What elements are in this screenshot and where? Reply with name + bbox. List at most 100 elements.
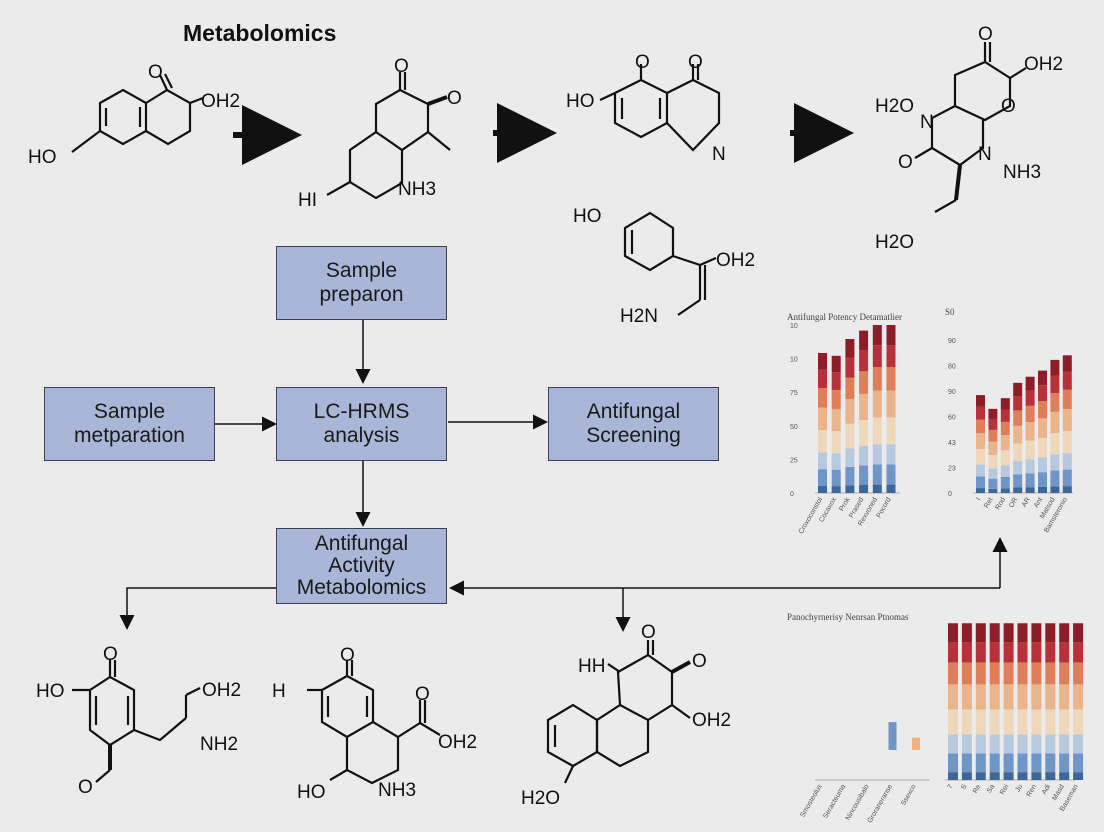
b1-nh2-label: NH2 — [200, 734, 238, 755]
chart-2-xtick: Nincousibalo — [845, 783, 871, 821]
chart-3-bar-segment — [989, 623, 1000, 643]
chart-3-bar-segment — [1059, 684, 1070, 710]
chart-3-bar-segment — [1003, 709, 1014, 735]
chart-2-xtick: Smosteolus — [799, 783, 824, 819]
b3-oh2-label: OH2 — [692, 710, 731, 731]
antifungal-screening-box[interactable]: Antifungal Screening — [548, 387, 719, 461]
chart-0-ytick: 10 — [790, 323, 798, 330]
molecule-5: HO OH2 H2N — [573, 206, 755, 327]
chart-3-bar-segment — [975, 734, 986, 754]
sample-metparation-box[interactable]: Sample metparation — [44, 387, 215, 461]
chart-3-bar-segment — [961, 772, 972, 780]
chart-1-ytick: 90 — [948, 338, 956, 345]
b1-ho-label: HO — [36, 681, 65, 702]
chart-0-bar-segment — [859, 445, 869, 466]
chart-1-ytick: 0 — [948, 491, 952, 498]
chart-3-bar-segment — [1045, 642, 1056, 663]
chart-3-bar-segment — [1073, 642, 1084, 663]
chart-1-bar-segment — [1025, 422, 1035, 441]
chart-0-bar-segment — [872, 484, 882, 493]
lc-hrms-box[interactable]: LC-HRMS analysis — [276, 387, 447, 461]
chart-1-bar-segment — [1000, 450, 1010, 466]
chart-1-bar-segment — [1062, 409, 1072, 432]
chart-0-title: Antifungal Potency Detamatlier — [787, 312, 902, 322]
chart-1-bar-segment — [1062, 371, 1072, 390]
chart-3-bar-segment — [1059, 709, 1070, 735]
chart-1-bar-segment — [988, 455, 998, 469]
chart-3-bar-segment — [1031, 772, 1042, 780]
chart-1-bar-segment — [976, 476, 985, 489]
chart-3-bar-segment — [1017, 662, 1028, 685]
b2-h-label: H — [272, 681, 286, 702]
chart-3-bar-segment — [961, 753, 972, 773]
chart-1-bar-segment — [1025, 487, 1035, 493]
chart-1-bar-segment — [976, 395, 985, 407]
chart-3-bar-segment — [948, 753, 958, 773]
chart-1-bar-segment — [1038, 437, 1047, 458]
chart-2-xtick: Ssexco — [900, 783, 918, 806]
m2-nh3-label: NH3 — [398, 179, 436, 200]
chart-0-bar-segment — [859, 330, 869, 351]
chart-1-bar-segment — [988, 429, 998, 442]
m5-ho-label: HO — [573, 206, 602, 227]
chart-1-bar-segment — [1050, 359, 1060, 376]
chart-0-bar-segment — [886, 325, 896, 346]
chart-0-ytick: 50 — [790, 424, 798, 431]
chart-3-bar-segment — [948, 623, 958, 643]
chart-1-bar-segment — [1038, 486, 1047, 493]
chart-3-bar-segment — [948, 772, 958, 780]
chart-3-bar-segment — [1045, 753, 1056, 773]
m5-h2n-label: H2N — [620, 306, 658, 327]
chart-3-bar-segment — [948, 642, 958, 663]
sample-metparation-label: Sample metparation — [74, 400, 185, 447]
chart-1-bar-segment — [1062, 355, 1072, 372]
antifungal-activity-box[interactable]: Antifungal Activity Metabolomics — [276, 528, 447, 604]
chart-0-bar-segment — [886, 417, 896, 445]
chart-3-bar-segment — [1045, 709, 1056, 735]
chart-1-bar-segment — [1000, 465, 1010, 477]
chart-3-bar-segment — [961, 709, 972, 735]
m3-n-label: N — [712, 144, 726, 165]
chart-1-xtick: AR — [1021, 497, 1032, 509]
chart-0-ytick: 10 — [790, 357, 798, 364]
chart-0-ytick: 0 — [790, 491, 794, 498]
chart-3-bar-segment — [961, 734, 972, 754]
chart-1-bar-segment — [1062, 453, 1072, 470]
chart-1-bar-segment — [1050, 433, 1060, 455]
chart-3-bar-segment — [1073, 753, 1084, 773]
chart-0-bar-segment — [859, 484, 869, 493]
chart-3-bar-segment — [1017, 753, 1028, 773]
m4-nh3-label: NH3 — [1003, 162, 1041, 183]
chart-1-bar-segment — [988, 478, 998, 489]
chart-0-bar-segment — [872, 325, 882, 346]
chart-3-bar-segment — [1059, 623, 1070, 643]
chart-3-bar-segment — [1073, 709, 1084, 735]
chart-3-bar-segment — [948, 662, 958, 685]
chart-0-bar-segment — [886, 390, 896, 418]
b1-o2-label: O — [78, 777, 93, 798]
sample-preparation-box[interactable]: Sample preparon — [276, 246, 447, 320]
chart-0-bar-segment — [831, 453, 841, 470]
chart-3-bar-segment — [1017, 709, 1028, 735]
m1-o-label: O — [148, 62, 163, 83]
molecule-3: O O HO N — [566, 52, 726, 165]
chart-0-bar-segment — [845, 357, 855, 378]
b2-ho-label: HO — [297, 782, 326, 803]
chart-1-bar-segment — [1013, 396, 1023, 411]
chart-1-bar-segment — [1000, 488, 1010, 493]
molecule-1: O OH2 HO — [28, 62, 240, 168]
chart-3-xtick: S — [960, 783, 969, 791]
chart-1-ytick: 60 — [948, 415, 956, 422]
chart-3-bar-segment — [989, 684, 1000, 710]
chart-0-bar-segment — [872, 345, 882, 367]
m1-oh2-label: OH2 — [201, 91, 240, 112]
molecule-4: O OH2 H2O N O O N NH3 H2O — [875, 24, 1063, 253]
chart-0-bar-segment — [831, 390, 841, 410]
chart-3-bar-segment — [1003, 684, 1014, 710]
chart-3-bar-segment — [1045, 772, 1056, 780]
chart-1-bar-segment — [1050, 454, 1060, 471]
chart-3-bar-segment — [948, 709, 958, 735]
chart-0-bar-segment — [818, 430, 827, 453]
chart-0-bar-segment — [872, 464, 882, 485]
